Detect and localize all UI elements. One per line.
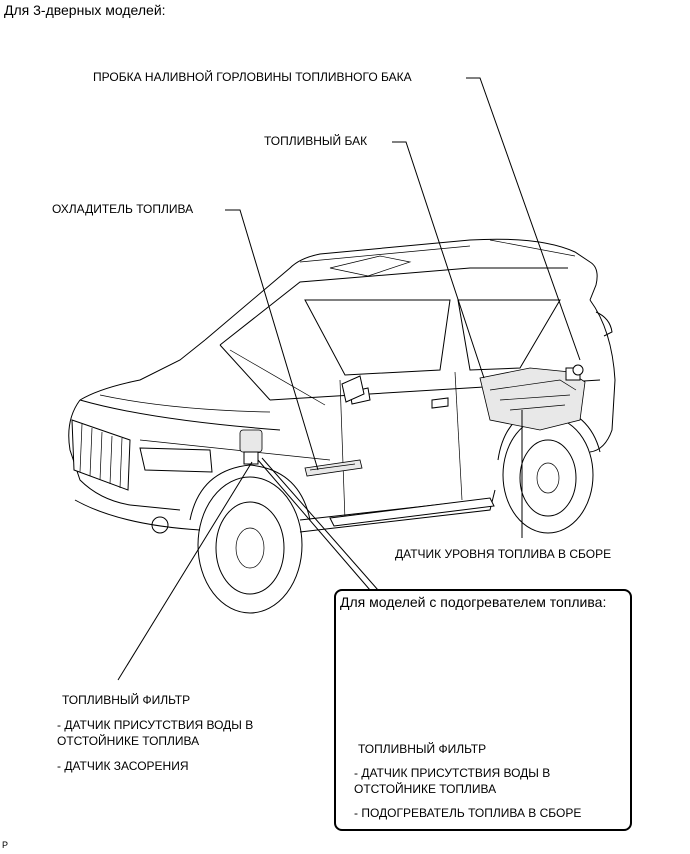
label-water-sensor-line1: - ДАТЧИК ПРИСУТСТВИЯ ВОДЫ В xyxy=(57,718,254,732)
suv-outline xyxy=(68,238,616,614)
inset-panel xyxy=(334,589,632,831)
inset-label-heater: - ПОДОГРЕВАТЕЛЬ ТОПЛИВА В СБОРЕ xyxy=(354,806,582,820)
page-heading: Для 3-дверных моделей: xyxy=(4,2,166,18)
label-fuel-tank: ТОПЛИВНЫЙ БАК xyxy=(264,134,368,148)
label-filler-cap: ПРОБКА НАЛИВНОЙ ГОРЛОВИНЫ ТОПЛИВНОГО БАК… xyxy=(93,70,412,84)
label-water-sensor-line2: ОТСТОЙНИКЕ ТОПЛИВА xyxy=(57,734,200,748)
inset-title: Для моделей с подогревателем топлива: xyxy=(340,594,607,610)
fuel-tank-assembly xyxy=(479,367,586,431)
fuel-filter-on-vehicle xyxy=(239,429,263,465)
fuel-filler-cap xyxy=(572,364,584,376)
inset-label-water-sensor-line1: - ДАТЧИК ПРИСУТСТВИЯ ВОДЫ В xyxy=(354,766,551,780)
label-clog-sensor: - ДАТЧИК ЗАСОРЕНИЯ xyxy=(57,759,189,773)
inset-label-water-sensor-line2: ОТСТОЙНИКЕ ТОПЛИВА xyxy=(354,782,497,796)
label-fuel-gauge: ДАТЧИК УРОВНЯ ТОПЛИВА В СБОРЕ xyxy=(395,547,612,561)
fuel-cooler xyxy=(304,459,363,477)
label-fuel-cooler: ОХЛАДИТЕЛЬ ТОПЛИВА xyxy=(52,202,194,216)
inset-label-filter: ТОПЛИВНЫЙ ФИЛЬТР xyxy=(358,742,487,756)
label-fuel-filter: ТОПЛИВНЫЙ ФИЛЬТР xyxy=(62,693,191,707)
corner-mark: P xyxy=(2,840,9,850)
leader-lines xyxy=(117,77,581,681)
